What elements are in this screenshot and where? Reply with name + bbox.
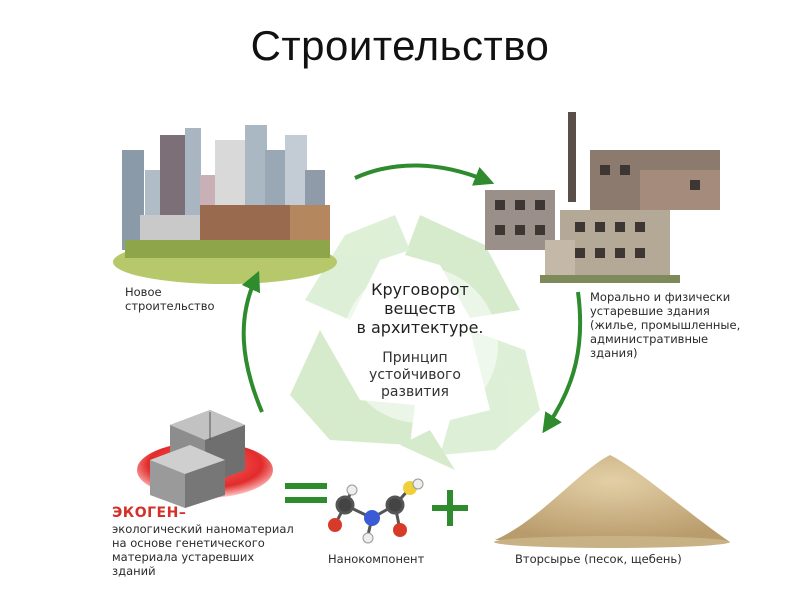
equals-sign — [285, 483, 327, 503]
center-sub-line: развития — [335, 384, 495, 401]
plus-sign — [432, 490, 468, 526]
ekogen-blocks-image — [137, 410, 273, 508]
label-line: материала устаревших — [112, 550, 312, 564]
label-line: Морально и физически — [590, 290, 790, 304]
center-heading-line: в архитектуре. — [330, 318, 510, 337]
new-construction-image — [113, 125, 337, 284]
old-buildings-label: Морально и физически устаревшие здания (… — [590, 290, 790, 360]
arrow-top — [355, 165, 485, 180]
label-line: (жилье, промышленные, — [590, 318, 790, 332]
arrow-right — [548, 292, 580, 425]
ekogen-description: экологический наноматериал на основе ген… — [112, 522, 312, 578]
sand-pile-image — [494, 455, 730, 548]
center-heading-line: Круговорот — [330, 280, 510, 299]
molecule-image — [328, 479, 423, 543]
nanocomponent-label: Нанокомпонент — [328, 552, 424, 566]
center-subheading: Принцип устойчивого развития — [335, 350, 495, 401]
center-heading-line: веществ — [330, 299, 510, 318]
label-line: административные — [590, 332, 790, 346]
label-line: устаревшие здания — [590, 304, 790, 318]
center-sub-line: Принцип — [335, 350, 495, 367]
secondary-raw-label: Вторсырье (песок, щебень) — [515, 552, 682, 566]
new-construction-label: Новое строительство — [125, 285, 215, 313]
label-line: строительство — [125, 299, 215, 313]
label-line: здания) — [590, 346, 790, 360]
ekogen-title: ЭКОГЕН– — [112, 505, 186, 521]
center-sub-line: устойчивого — [335, 367, 495, 384]
label-line: Новое — [125, 285, 215, 299]
old-buildings-image — [485, 112, 720, 283]
label-line: зданий — [112, 564, 312, 578]
label-line: экологический наноматериал — [112, 522, 312, 536]
label-line: на основе генетического — [112, 536, 312, 550]
center-heading: Круговорот веществ в архитектуре. — [330, 280, 510, 337]
arrow-left — [244, 280, 262, 412]
